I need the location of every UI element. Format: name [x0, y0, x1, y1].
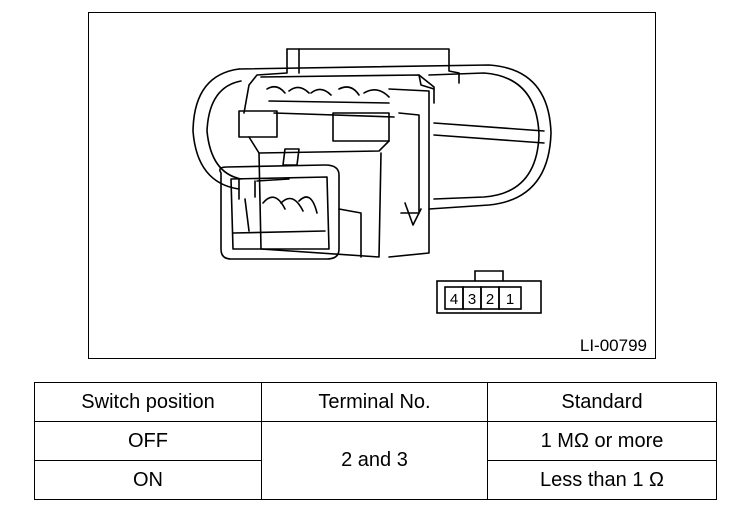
header-switch-position: Switch position	[34, 382, 262, 422]
terminal-label: 4	[450, 291, 458, 308]
row-on-position: ON	[34, 460, 262, 500]
terminal-label: 1	[506, 291, 514, 308]
terminal-label: 3	[468, 291, 476, 308]
row-off-standard: 1 MΩ or more	[487, 421, 717, 461]
table-row: ON Less than 1 Ω	[34, 460, 717, 500]
terminal-cell: 2 and 3	[261, 421, 488, 500]
switch-connector-illustration	[192, 48, 552, 260]
terminal-label: 2	[486, 291, 494, 308]
table-header-row: Switch position Terminal No. Standard	[34, 382, 717, 422]
switch-spec-table: Switch position Terminal No. Standard OF…	[34, 382, 717, 500]
table-row: OFF 2 and 3 1 MΩ or more	[34, 421, 717, 500]
header-terminal-no: Terminal No.	[261, 382, 488, 422]
row-off-position: OFF	[34, 421, 262, 461]
header-standard: Standard	[487, 382, 717, 422]
row-on-standard: Less than 1 Ω	[487, 460, 717, 500]
figure-id-label: LI-00799	[579, 336, 647, 355]
